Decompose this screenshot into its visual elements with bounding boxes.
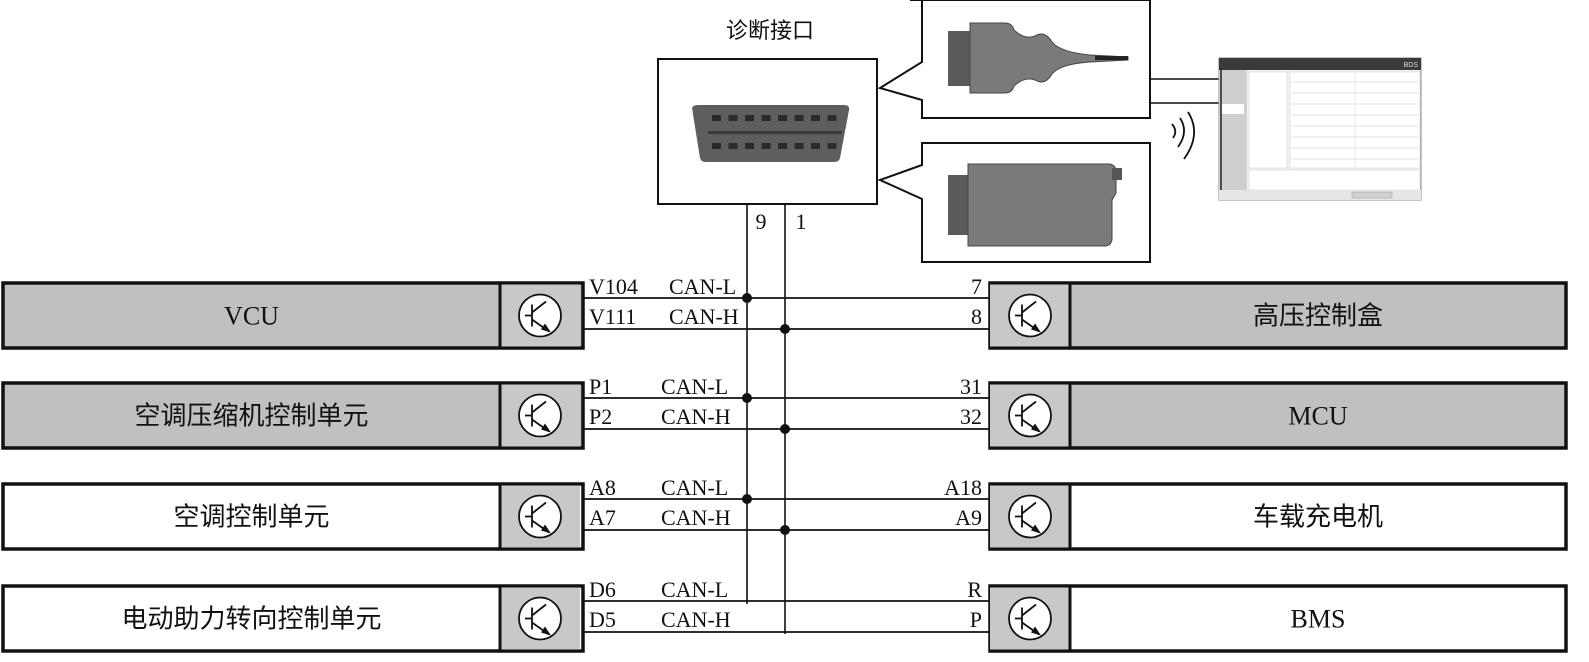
obd-pin [811,115,820,121]
pin-label: A7 [589,505,616,530]
obd-pin [827,143,837,149]
transceiver-icon [1008,293,1052,338]
obd-pin [778,143,787,149]
pin-label: D5 [589,607,616,632]
module-name: VCU [224,302,279,331]
transceiver-icon [518,596,562,641]
pin-label: V104 [589,274,638,299]
transceiver-icon [1008,596,1052,641]
obd-cable-callout [877,0,1151,119]
transceiver-icon [1008,494,1052,539]
module-name: MCU [1288,402,1347,431]
pin-label: A9 [955,505,982,530]
can-bus-lines: V104V111CAN-LCAN-HP1P2CAN-LCAN-HA8A7CAN-… [583,274,990,633]
diagnostic-software-window: BDS [1218,57,1422,201]
signal-label: CAN-H [661,607,731,632]
module-name: 空调控制单元 [173,503,329,533]
module-name: BMS [1291,605,1346,634]
window-button [1351,191,1393,199]
module-right-2: 车载充电机 [988,482,1568,551]
module-name: 车载充电机 [1253,503,1383,533]
window-sidebar [1219,70,1247,192]
signal-label: CAN-L [661,374,728,399]
wireless-adapter-icon [948,163,1122,247]
transceiver-icon [1008,393,1052,438]
obd-connector-icon [692,105,850,162]
pin-label: 31 [960,374,982,399]
junction-dot [780,424,790,434]
obd-pin [745,143,754,149]
obd-pin [761,115,771,121]
obd-pin [794,143,804,149]
diagnostic-port-title: 诊断接口 [726,19,814,44]
obd-cable-plug-icon [948,22,1129,94]
pin-label-9: 9 [756,209,767,234]
module-left-2: 空调控制单元 [1,482,585,551]
pin-label: R [967,577,982,602]
pin-label: V111 [589,304,636,329]
junction-dot [780,525,790,535]
pin-label: D6 [589,577,616,602]
junction-dot [742,393,752,403]
window-title: BDS [1404,62,1419,69]
wireless-adapter-callout [877,142,1151,263]
pin-label: A18 [944,475,982,500]
signal-label: CAN-H [669,304,739,329]
pin-label: 8 [971,304,982,329]
wireless-signal-icon [1171,111,1195,160]
obd-pin [811,143,820,149]
signal-label: CAN-L [669,274,736,299]
junction-dot [780,324,790,334]
pin-label: P1 [589,374,612,399]
module-right-1: MCU [988,381,1568,450]
pin-label: P2 [589,404,612,429]
obd-pin [712,115,721,121]
junction-dot [742,494,752,504]
diagnostic-port: 9 1 [657,58,878,634]
obd-pin [712,143,721,149]
module-left-3: 电动助力转向控制单元 [1,584,585,653]
module-right-3: BMS [988,584,1568,653]
obd-pin [745,115,754,121]
pin-label: 7 [971,274,982,299]
pin-label: A8 [589,475,616,500]
pin-label: P [970,607,982,632]
pin-label-1: 1 [796,209,807,234]
window-tree-panel [1248,71,1288,169]
transceiver-icon [518,494,562,539]
module-name: 电动助力转向控制单元 [121,605,381,635]
module-left-0: VCU [1,281,585,350]
obd-pin [827,115,837,121]
signal-label: CAN-L [661,475,728,500]
module-left-1: 空调压缩机控制单元 [1,381,585,450]
transceiver-icon [518,293,562,338]
obd-pin [794,115,804,121]
signal-label: CAN-H [661,404,731,429]
obd-pin [728,143,738,149]
signal-label: CAN-L [661,577,728,602]
module-name: 空调压缩机控制单元 [134,402,368,432]
obd-pin [728,115,738,121]
window-titlebar [1219,58,1421,70]
obd-pin [761,143,771,149]
pin-label: 32 [960,404,982,429]
module-name: 高压控制盒 [1253,302,1383,332]
junction-dot [742,293,752,303]
transceiver-icon [518,393,562,438]
signal-label: CAN-H [661,505,731,530]
module-right-0: 高压控制盒 [988,281,1568,350]
obd-pin [778,115,787,121]
